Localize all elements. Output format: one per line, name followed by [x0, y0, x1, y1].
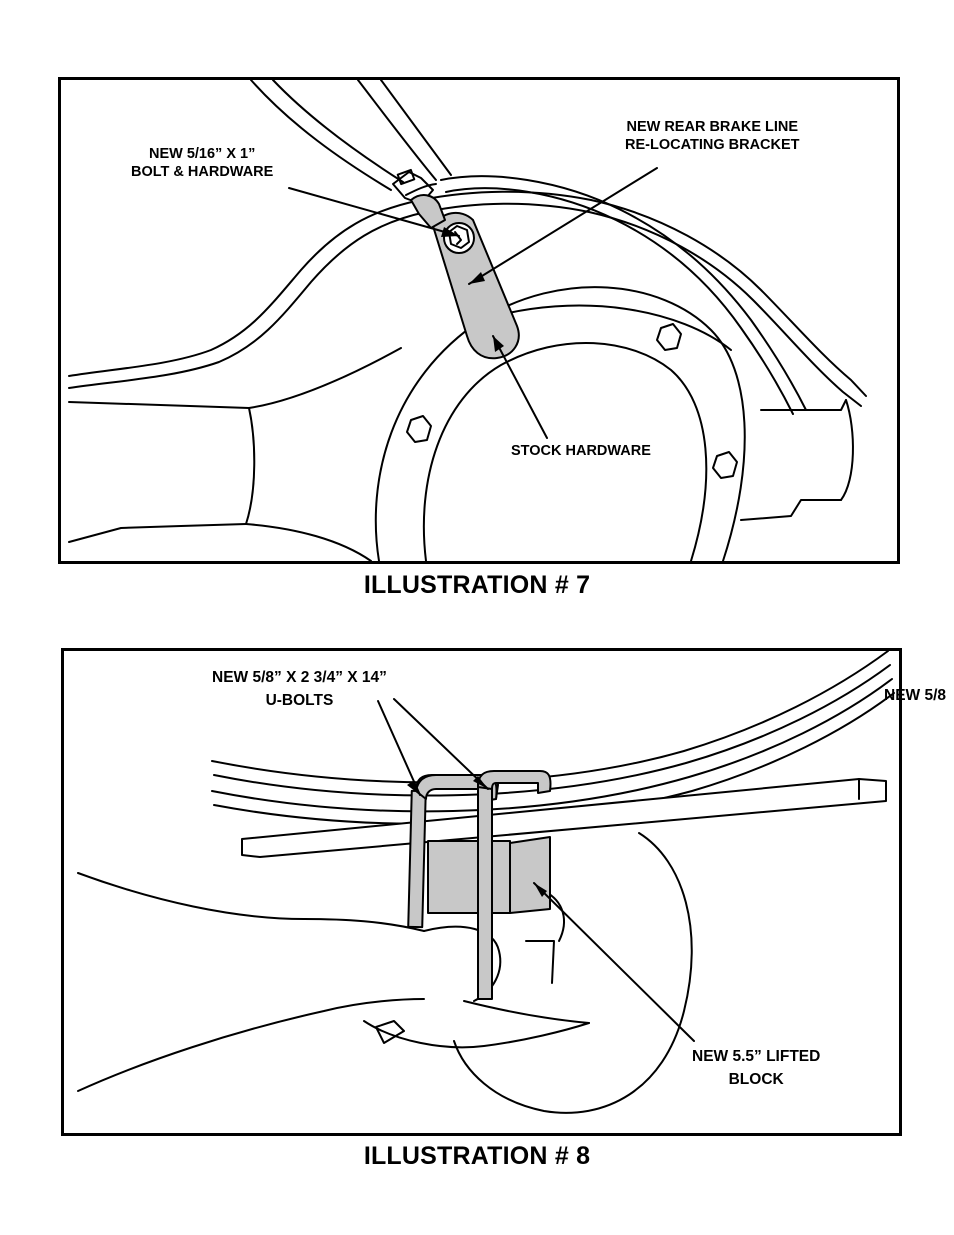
vent-tube-right [272, 79, 404, 183]
callout-u-bolts-line1: NEW 5/8” X 2 3/4” X 14” [212, 669, 387, 686]
diff-cover-outer [374, 286, 746, 562]
leaf-spring-2 [213, 664, 891, 797]
axle-tube-right-top [760, 399, 847, 411]
callout-new-bolt: NEW 5/16” X 1” BOLT & HARDWARE [131, 145, 273, 181]
brake-drum [453, 832, 693, 1114]
housing-left-upper [248, 347, 402, 409]
callout-lifted-block: NEW 5.5” LIFTED BLOCK [692, 1045, 820, 1091]
housing-left-lower [245, 523, 372, 562]
axle-lower-right [463, 1000, 590, 1024]
u-bolt-front-top [477, 770, 552, 794]
callout-bracket: NEW REAR BRAKE LINE RE-LOCATING BRACKET [625, 118, 800, 154]
leader-block [533, 882, 695, 1042]
axle-tube-lower [77, 998, 425, 1092]
lifted-block [427, 840, 511, 914]
callout-stock-hardware-text: STOCK HARDWARE [511, 443, 651, 459]
u-bolt-rear-leg [407, 789, 427, 929]
rear-axle-brake-bracket-drawing [68, 79, 867, 562]
lifted-block-side [509, 836, 551, 914]
cover-bolt-2 [656, 323, 682, 351]
spring-seat-lower [525, 940, 555, 984]
arrow-bolt [441, 227, 459, 237]
axle-tube-right-end [840, 399, 854, 501]
callout-new-bolt-line1: NEW 5/16” X 1” [148, 146, 256, 162]
leaf-spring-lift-block-drawing [77, 650, 895, 1114]
callout-u-bolts-line2: U-BOLTS [265, 692, 334, 709]
spring-seat-nub [375, 1020, 405, 1044]
callout-u-bolts: NEW 5/8” X 2 3/4” X 14” U-BOLTS [212, 666, 387, 712]
leader-ubolt-front [393, 698, 489, 790]
axle-tube-bottom [68, 523, 247, 543]
fitting-nut [396, 168, 416, 186]
leaf-spring-1 [211, 650, 889, 784]
axle-tube-top [68, 401, 250, 409]
callout-lifted-block-line1: NEW 5.5” LIFTED [692, 1048, 821, 1065]
illustration-8-frame: NEW 5/8” X 2 3/4” X 14” U-BOLTS NEW 5/8 … [61, 648, 946, 1136]
leader-bracket [468, 167, 658, 285]
bracket-tab [410, 194, 446, 229]
leader-stock [492, 335, 548, 439]
arrow-ubolt-front [473, 776, 488, 789]
callout-lifted-block-line2: BLOCK [728, 1071, 784, 1088]
leader-arrowheads [407, 776, 547, 897]
callout-cutoff-label: NEW 5/8 [884, 687, 946, 705]
arrow-block [534, 883, 547, 897]
leader-bolt [288, 187, 460, 237]
u-bolt-front-leg [477, 780, 493, 1000]
callout-bracket-line1: NEW REAR BRAKE LINE [626, 119, 799, 135]
callout-stock-hardware: STOCK HARDWARE [511, 442, 651, 460]
illustration-7-caption: ILLUSTRATION # 7 [363, 571, 591, 599]
arrow-stock [493, 336, 504, 352]
callout-bracket-line2: RE-LOCATING BRACKET [625, 137, 800, 153]
arrow-bracket [469, 272, 485, 284]
illustration-7-frame: NEW 5/16” X 1” BOLT & HARDWARE NEW REAR … [58, 77, 900, 564]
cover-bolt-3 [712, 451, 738, 479]
leaf-spring-3 [211, 678, 893, 813]
hose-fitting [392, 171, 434, 205]
diff-flange [480, 304, 732, 351]
brake-line-tube-left [405, 183, 437, 196]
axle-tube-right-bottom [740, 499, 842, 521]
hose-right [380, 79, 452, 176]
leader-ubolt-rear [377, 700, 421, 796]
illustration-8-caption: ILLUSTRATION # 8 [363, 1142, 591, 1170]
axle-tube-neck [245, 407, 256, 525]
arrow-ubolt-rear [407, 781, 420, 795]
spring-plate [241, 778, 887, 858]
callout-new-bolt-line2: BOLT & HARDWARE [131, 164, 274, 180]
hose-left [357, 79, 437, 181]
leader-arrowheads [441, 227, 504, 352]
axle-tube-top [77, 872, 425, 932]
cover-bolt-1 [406, 415, 432, 443]
callout-cutoff-label-text: NEW 5/8 [884, 687, 947, 704]
vent-tube-left [250, 79, 392, 191]
brake-line-outer [440, 175, 807, 411]
brake-line-inner [445, 187, 794, 415]
diff-cover-inner [422, 342, 708, 562]
